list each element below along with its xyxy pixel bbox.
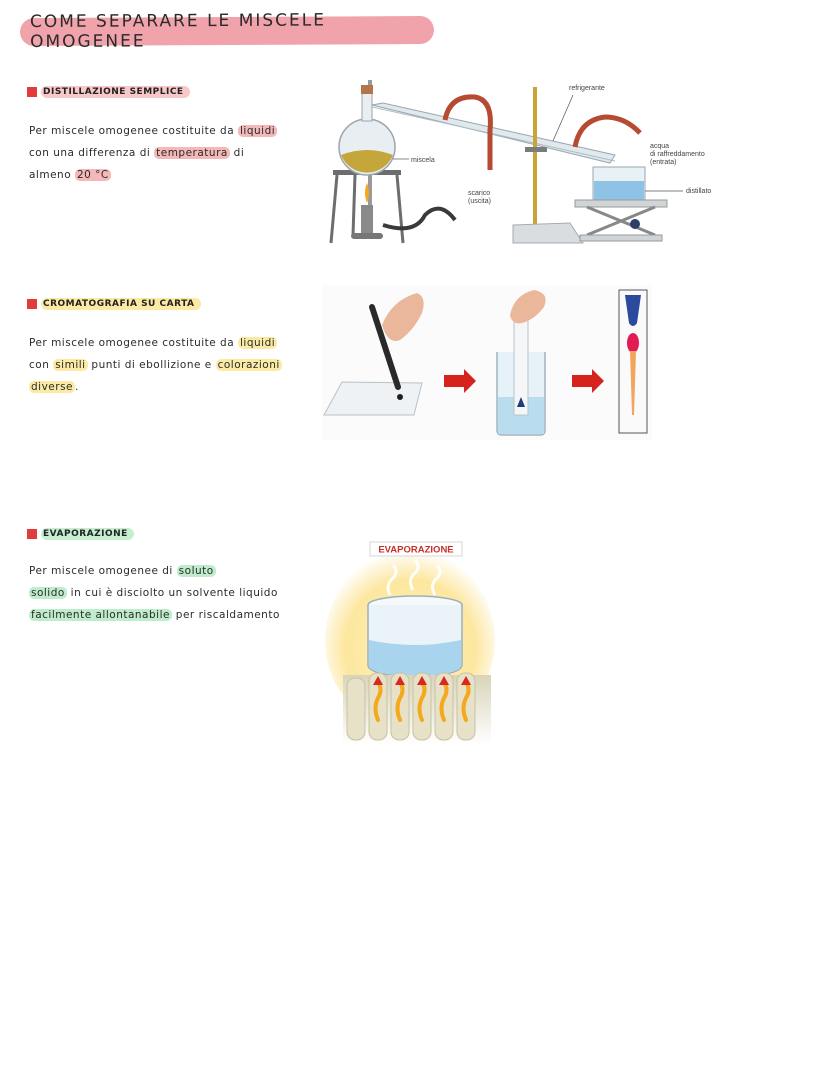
figure-title-box <box>369 541 463 557</box>
lab-jack-base <box>579 234 663 242</box>
highlight-20c: 20 °C <box>74 169 111 181</box>
label-acqua: acqua <box>650 143 669 150</box>
highlight-solido: solido <box>29 587 67 599</box>
radiator-fin <box>346 677 366 741</box>
hand-left <box>382 293 424 341</box>
heat-arrow-icon <box>461 680 471 722</box>
highlight-diverse: diverse <box>29 381 76 393</box>
text-segment: per riscaldamento <box>171 609 280 621</box>
heat-arrow-icon <box>439 680 449 722</box>
right-stand-rod <box>533 87 537 227</box>
heat-arrow-icon <box>417 680 427 722</box>
lab-jack-knob-icon <box>630 219 640 229</box>
figure-title: EVAPORAZIONE <box>378 545 453 556</box>
leader-line <box>552 94 574 142</box>
text-segment: Per miscele omogenee costituite da <box>29 337 238 349</box>
water-outlet-hose <box>442 94 493 170</box>
text-segment: con <box>29 359 54 371</box>
text-segment: di <box>229 147 245 159</box>
highlight-facilmente-allontanabile: facilmente allontanabile <box>29 609 172 621</box>
arrow-head-icon <box>439 676 449 685</box>
text-segment: Per miscele omogenee di <box>29 565 177 577</box>
chromatography-illustration <box>322 285 652 440</box>
bullet-square-icon <box>27 299 37 309</box>
flask-neck <box>361 92 373 122</box>
section-heading-cromatografia: CROMATOGRAFIA SU CARTA <box>27 298 201 310</box>
blue-band <box>625 295 641 326</box>
text-segment: almeno <box>29 169 75 181</box>
water-inlet-hose <box>572 114 642 148</box>
arrow-right-icon <box>572 369 604 393</box>
label-entrata: (entrata) <box>650 159 676 166</box>
flame-icon <box>365 183 369 203</box>
arrow-head-icon <box>395 676 405 685</box>
tripod-leg <box>351 174 357 236</box>
orange-band <box>630 351 636 415</box>
distillate-liquid <box>594 181 644 204</box>
section-heading-evaporazione: EVAPORAZIONE <box>27 528 134 540</box>
inner-tube <box>371 106 616 162</box>
bullet-square-icon <box>27 87 37 97</box>
lab-jack-top <box>574 199 668 208</box>
arrow-head-icon <box>417 676 427 685</box>
cromatografia-text: Per miscele omogenee costituite da liqui… <box>29 332 329 398</box>
arrow-right-icon <box>444 369 476 393</box>
tripod-leg <box>395 174 405 244</box>
steam-icon <box>430 564 442 596</box>
text-segment: Per miscele omogenee costituite da <box>29 125 238 137</box>
label-miscela: miscela <box>411 157 435 164</box>
highlight-liquidi: liquidi <box>238 337 278 349</box>
label-scarico: scarico <box>468 190 490 197</box>
ink-spot <box>397 394 403 400</box>
heading-label: DISTILLAZIONE SEMPLICE <box>41 86 190 98</box>
beaker-liquid <box>368 640 462 676</box>
heat-arrow-icon <box>373 680 383 722</box>
distillazione-text: Per miscele omogenee costituite da liqui… <box>29 120 329 186</box>
bullet-square-icon <box>27 529 37 539</box>
arrow-head-icon <box>461 676 471 685</box>
magenta-band <box>627 333 639 353</box>
highlight-colorazioni: colorazioni <box>215 359 282 371</box>
label-distillato: distillato <box>686 188 711 195</box>
highlight-temperatura: temperatura <box>154 147 230 159</box>
arrow-head-icon <box>373 676 383 685</box>
tripod-leg <box>329 174 339 244</box>
heading-label: CROMATOGRAFIA SU CARTA <box>41 298 201 310</box>
text-segment: con una differenza di <box>29 147 155 159</box>
text-segment: . <box>75 381 79 393</box>
steam-icon <box>386 564 398 596</box>
text-segment: in cui è disciolto un solvente liquido <box>66 587 278 599</box>
hand-right <box>510 290 546 324</box>
ink-spot-strip <box>517 397 525 407</box>
burner-base <box>351 233 383 239</box>
pen <box>369 304 401 390</box>
flask-liquid <box>341 150 393 173</box>
text-segment: punti di ebollizione e <box>87 359 216 371</box>
heading-label: EVAPORAZIONE <box>41 528 134 540</box>
highlight-simili: simili <box>53 359 88 371</box>
right-stand-base <box>512 222 584 244</box>
clamp <box>525 147 547 152</box>
evaporazione-text: Per miscele omogenee di soluto solido in… <box>29 560 329 626</box>
heat-arrow-icon <box>395 680 405 722</box>
highlight-soluto: soluto <box>176 565 216 577</box>
stopper <box>361 85 373 94</box>
highlight-liquidi: liquidi <box>238 125 278 137</box>
gas-hose <box>382 206 457 231</box>
distillation-apparatus-illustration: miscela refrigerante scarico (uscita) ac… <box>329 80 711 244</box>
burner <box>361 205 373 235</box>
label-uscita: (uscita) <box>468 198 491 205</box>
paper-sheet <box>323 381 423 416</box>
label-refrigerante: refrigerante <box>569 85 605 92</box>
evaporation-illustration: EVAPORAZIONE <box>325 541 495 745</box>
lab-jack-scissor <box>586 205 656 237</box>
page-title-text: COME SEPARARE LE MISCELE OMOGENEE <box>29 10 327 53</box>
page-title: COME SEPARARE LE MISCELE OMOGENEE <box>19 10 435 52</box>
section-heading-distillazione: DISTILLAZIONE SEMPLICE <box>27 86 190 98</box>
label-raffreddamento: di raffreddamento <box>650 151 705 158</box>
steam-icon <box>408 559 420 591</box>
